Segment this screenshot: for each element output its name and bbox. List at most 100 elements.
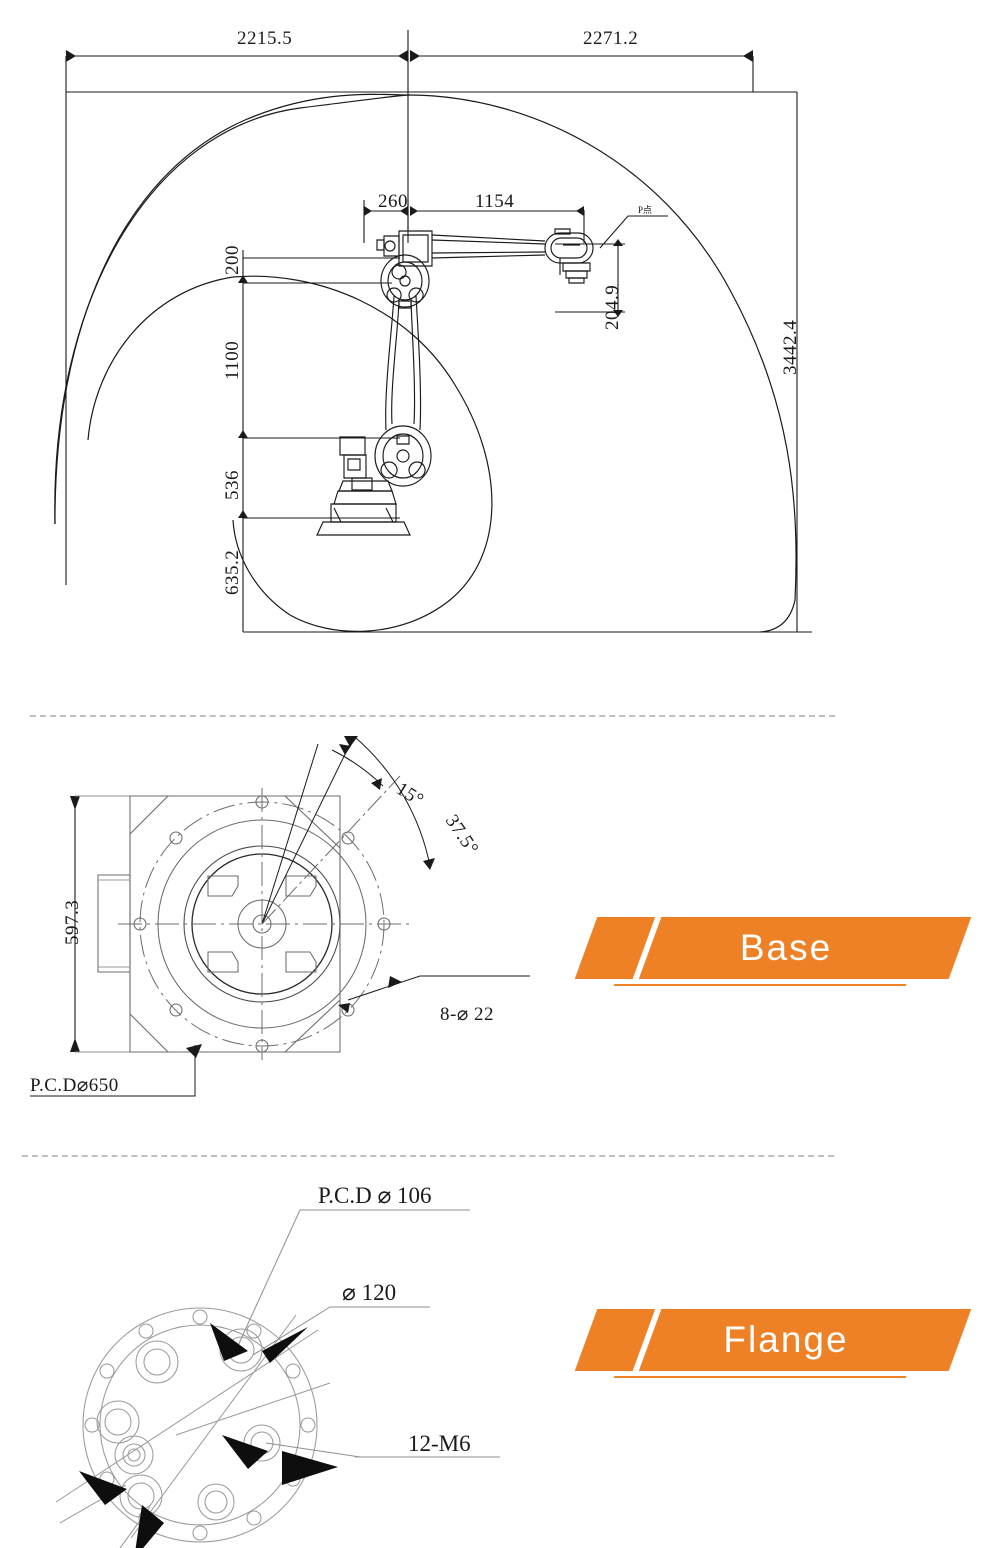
angle-arrow-15b (371, 778, 382, 790)
inner-envelope-arc-bottom (232, 519, 291, 616)
dim-pcd650-label: P.C.D⌀650 (30, 1075, 119, 1096)
tick-536 (238, 510, 248, 518)
robot-wrist-inner (550, 237, 588, 259)
angle-leader-a (261, 739, 353, 925)
work-envelope-section: 2215.5 2271.2 260 1154 200 1100 536 635.… (0, 0, 1000, 700)
inner-envelope-arc-left (87, 276, 234, 441)
outer-envelope-curve-inner-lobe (54, 93, 411, 525)
flange-banner: Flange (574, 1309, 972, 1397)
robot-j3-motor-hub (384, 240, 396, 252)
dim-1154-label: 1154 (475, 191, 514, 212)
flange-construction-line-c (175, 1382, 331, 1436)
dim-2049-label: 204.9 (602, 285, 623, 330)
section-divider-1 (30, 715, 835, 717)
robot-motor-box (339, 436, 366, 456)
base-slot-tr (285, 875, 317, 897)
robot-tool-flange-2 (565, 270, 588, 279)
angle-leader-c (261, 775, 401, 925)
robot-j3-bolt-c (391, 264, 407, 280)
outer-envelope-curve (54, 94, 797, 633)
robot-base-flange (333, 490, 397, 505)
robot-motor-detail (347, 458, 361, 471)
angle-arc-375 (355, 737, 431, 867)
robot-j2-bolt-b (408, 461, 426, 479)
robot-base-foot (316, 521, 411, 536)
arrow-8x22b (338, 1003, 350, 1013)
inner-envelope-arc (232, 275, 493, 632)
base-plate-edge-hint (130, 795, 168, 1053)
leader-tool-point (599, 215, 668, 249)
flange-counterbores (96, 1328, 281, 1521)
robot-link2-right-in (410, 299, 416, 425)
robot-forearm-housing-in (402, 234, 429, 263)
robot-forearm-bottom (431, 254, 546, 259)
robot-link2-left-in (391, 299, 400, 425)
dim-5973-label: 597.3 (62, 900, 83, 945)
angle-arrow-375a (344, 736, 358, 747)
flange-outer-circle (82, 1307, 318, 1543)
robot-link2-right (415, 295, 422, 431)
angle-arrow-375b (423, 858, 435, 870)
robot-j2-bolt-a (380, 461, 398, 479)
arrow-left-2 (410, 50, 420, 62)
arrow-2049-t (613, 239, 623, 246)
tick-200 (238, 275, 248, 283)
robot-j2-joint (374, 425, 432, 487)
arrow-left-1 (66, 50, 76, 62)
base-slot-bl (207, 951, 239, 973)
arrow-pcd650 (186, 1044, 202, 1058)
robot-forearm-housing (398, 230, 433, 267)
robot-j3-bolt-b (408, 287, 424, 303)
robot-j3-joint (380, 254, 430, 308)
robot-j2-hub (396, 449, 410, 463)
dim-8x22-label: 8-⌀ 22 (440, 1004, 494, 1025)
dim-pcd106-label: P.C.D ⌀ 106 (318, 1183, 432, 1208)
base-banner: Base (574, 917, 972, 1005)
dim-2271-label: 2271.2 (583, 28, 638, 49)
dim-12m6-label: 12-M6 (408, 1431, 471, 1456)
robot-j3-tab (398, 300, 412, 309)
base-drawing: 597.3 15° 37.5° 8-⌀ 22 P.C.D⌀650 (30, 736, 530, 1097)
arrow-1154-l (410, 206, 418, 216)
robot-j3-bolt-a (386, 287, 402, 303)
angle-arc-15 (331, 749, 384, 787)
dim-260-label: 260 (378, 191, 408, 212)
robot-j3-hub (399, 275, 411, 287)
robot-j2-tab (396, 435, 410, 445)
arrow-right-1 (398, 50, 408, 62)
base-banner-title: Base (739, 927, 833, 968)
dim-200-label: 200 (222, 245, 243, 275)
robot-forearm-bottom-in (431, 251, 546, 254)
robot-tool-flange-3 (568, 277, 585, 284)
leader-8x22 (347, 975, 436, 1001)
arrow-right-2 (743, 50, 753, 62)
tool-point-label: P点 (638, 205, 652, 215)
robot-tool-flange-1 (562, 262, 591, 272)
dim-1100-label: 1100 (222, 341, 243, 380)
tick-1100 (238, 430, 248, 438)
base-side-tab-lines (98, 879, 130, 968)
robot-base-top (338, 480, 393, 492)
section-divider-2 (22, 1155, 834, 1157)
dim-2215-label: 2215.5 (237, 28, 292, 49)
robot-wrist-cap (554, 228, 571, 235)
base-banner-rule (613, 984, 907, 986)
dim-635-label: 635.2 (222, 550, 243, 595)
arrow-5973-top (70, 796, 80, 810)
flange-rim-circle (99, 1324, 301, 1526)
robot-j3-motor-cap (376, 239, 385, 251)
robot-forearm-top-in (431, 239, 546, 245)
flange-banner-rule (613, 1376, 907, 1378)
flange-construction-line-a (55, 1329, 319, 1503)
dim-dia120-label: ⌀ 120 (342, 1280, 396, 1305)
dim-angle-15-label: 15° (392, 778, 427, 811)
arrow-2049-b (613, 310, 623, 317)
robot-base-rib (333, 507, 394, 523)
robot-j2-inner (382, 433, 424, 479)
base-section: 597.3 15° 37.5° 8-⌀ 22 P.C.D⌀650 (0, 700, 1000, 1155)
angle-arrow-15a (339, 744, 351, 755)
flange-section: P.C.D ⌀ 106 ⌀ 120 12-M6 (0, 1155, 1000, 1548)
base-slot-br (285, 951, 317, 973)
arrow-5973-bot (70, 1038, 80, 1052)
